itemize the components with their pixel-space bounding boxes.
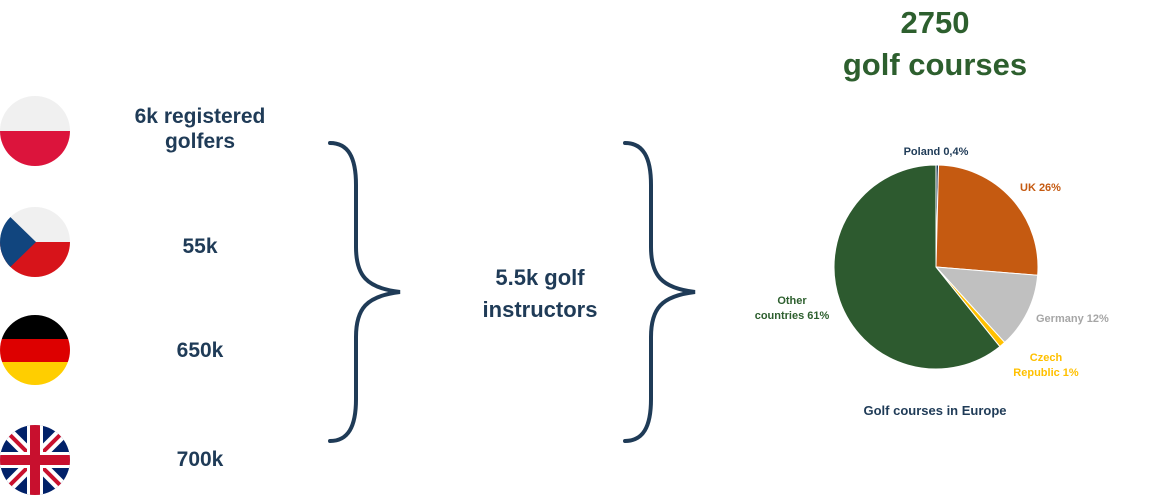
left-curly-brace	[328, 141, 401, 443]
pie-label-uk: UK 26%	[1020, 182, 1061, 194]
uk-golfers-value: 700k	[176, 448, 224, 471]
golf-courses-label: golf courses	[842, 46, 1028, 82]
czech-flag-icon	[0, 207, 70, 277]
uk-flag-icon	[0, 425, 70, 495]
golf-courses-count: 2750	[900, 5, 970, 40]
pie-label-poland: Poland 0,4%	[904, 146, 969, 158]
poland-golfers-value: 6k registered golfers	[134, 105, 266, 154]
pie-slice-uk	[935, 164, 1039, 276]
pie-label-germany: Germany 12%	[1036, 313, 1109, 325]
golf-courses-headline: 2750 golf courses	[820, 2, 1050, 86]
chart-title: Golf courses in Europe	[863, 403, 1007, 418]
golf-instructors-text: 5.5k golf instructors	[482, 265, 598, 322]
right-curly-brace	[623, 141, 696, 443]
pie-slice-germany	[934, 266, 1039, 344]
pie-slice-other-countries	[833, 164, 1001, 370]
germany-golfers-value: 650k	[176, 339, 224, 362]
germany-flag-icon	[0, 315, 70, 385]
czech-golfers-value: 55k	[182, 235, 218, 258]
poland-flag-icon	[0, 96, 70, 166]
